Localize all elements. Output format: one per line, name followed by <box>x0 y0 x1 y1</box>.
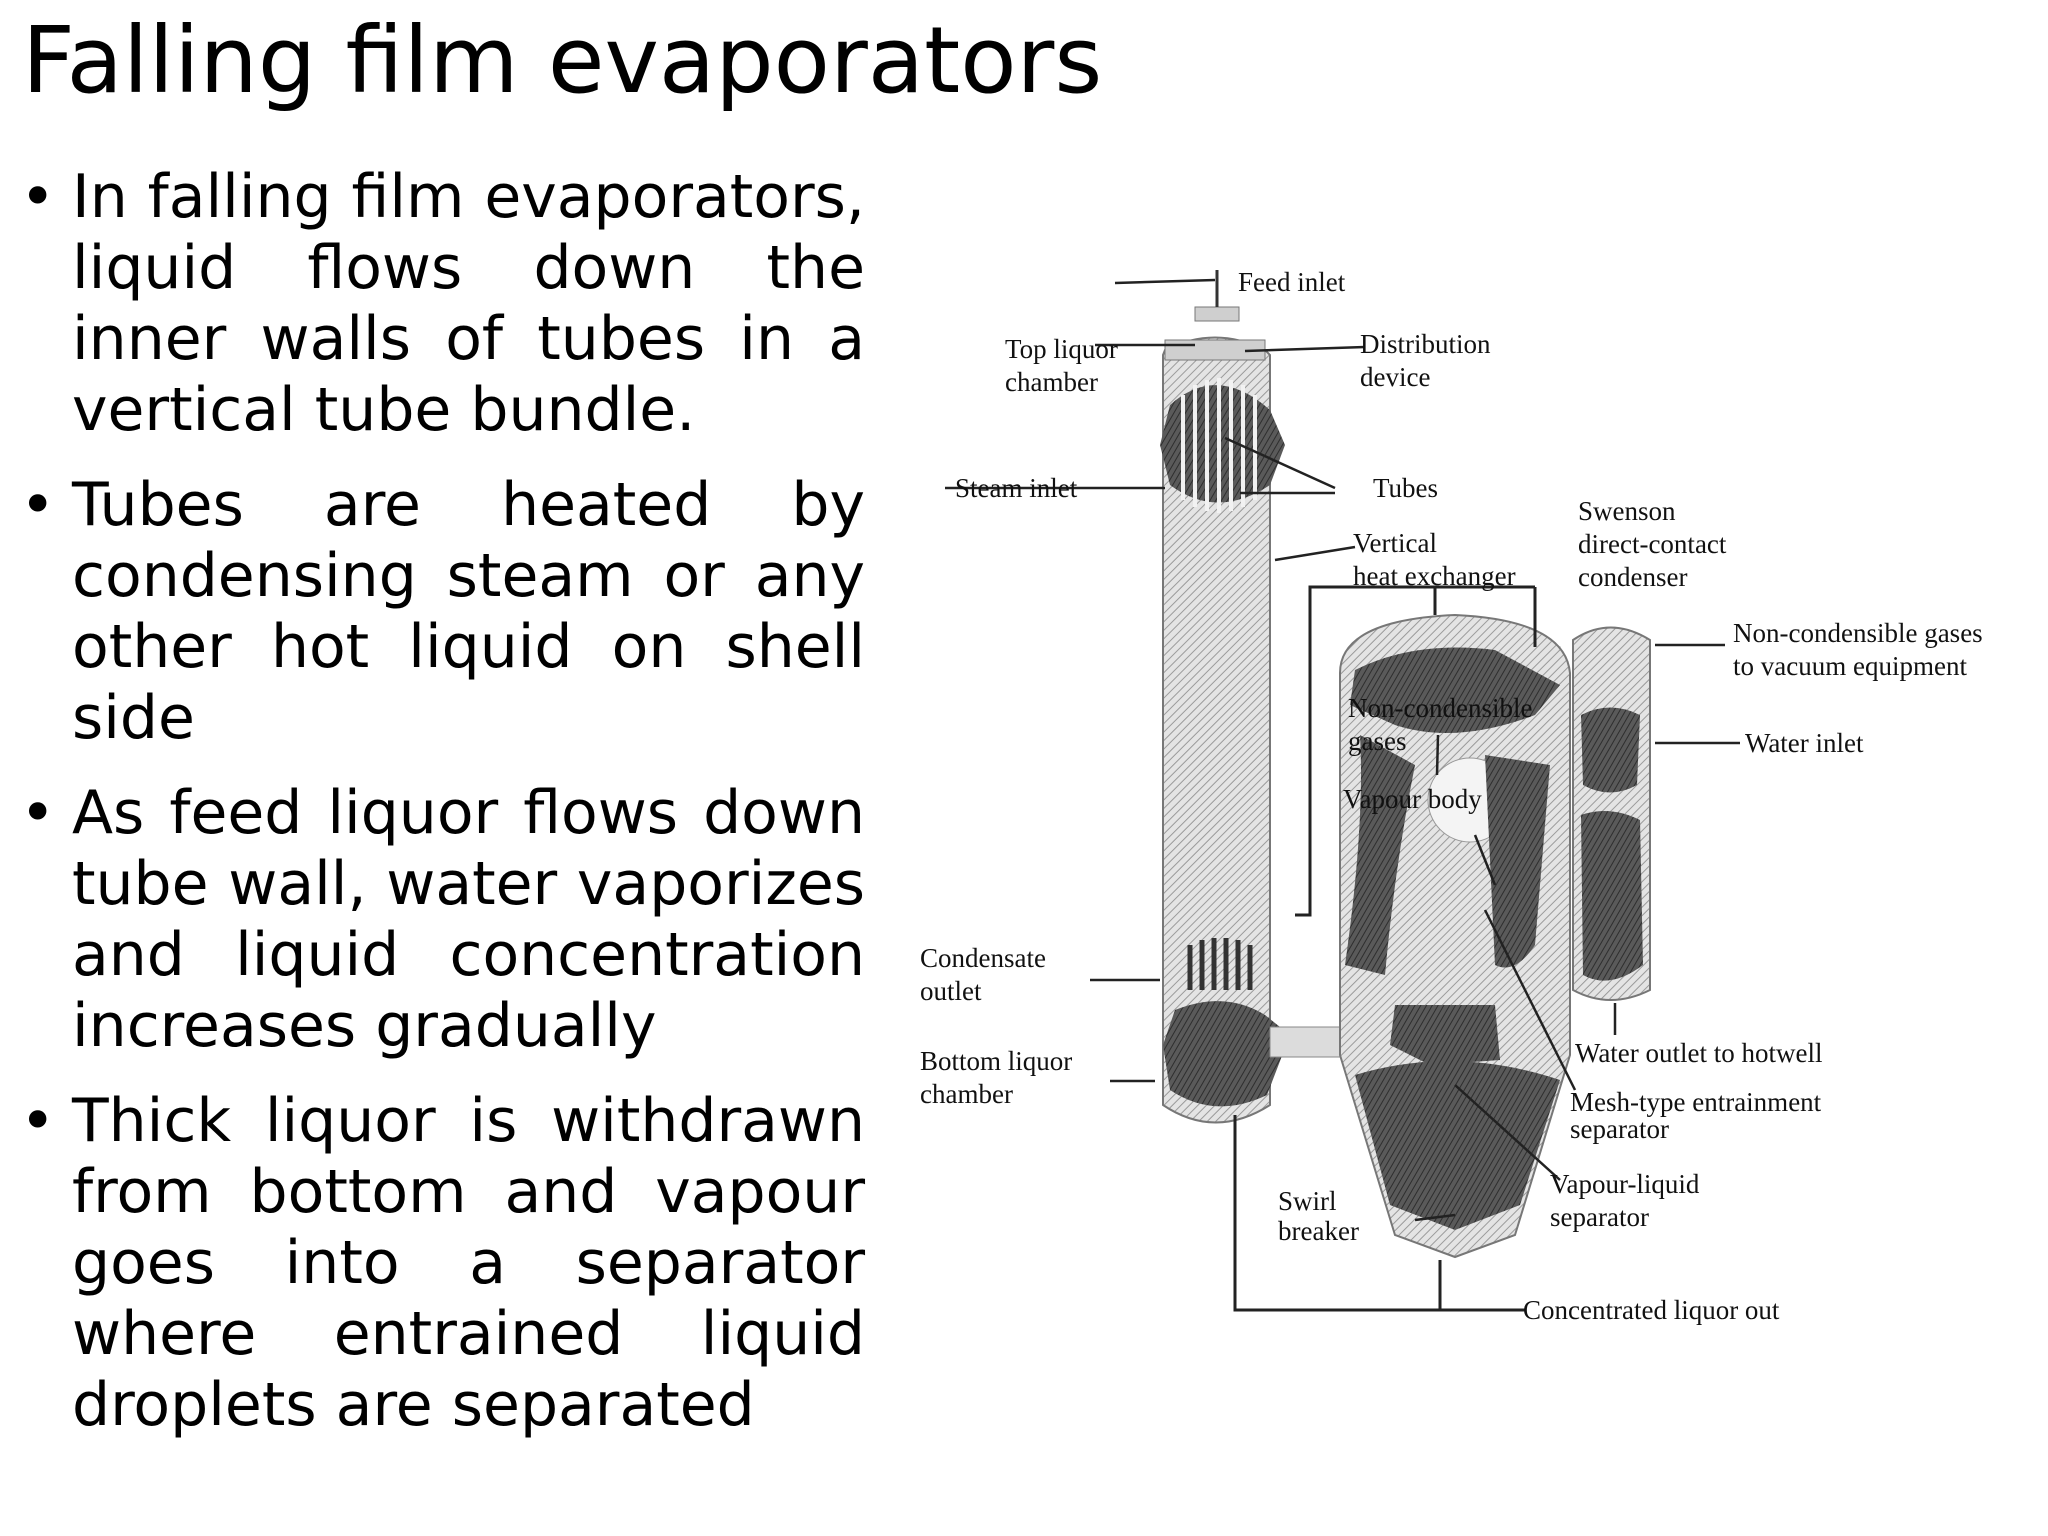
label-vertical-heat-exchanger: Vertical <box>1353 528 1437 558</box>
label-vertical-heat-exchanger: heat exchanger <box>1353 561 1516 591</box>
label-water-outlet: Water outlet to hotwell <box>1575 1038 1823 1068</box>
label-concentrated-liquor-out: Concentrated liquor out <box>1523 1295 1780 1325</box>
label-bottom-liquor-chamber: Bottom liquor <box>920 1046 1072 1076</box>
label-non-condensible-gases: gases <box>1348 726 1406 756</box>
label-condensate-outlet: Condensate <box>920 943 1046 973</box>
label-top-liquor-chamber: chamber <box>1005 367 1098 397</box>
bullet-item: As feed liquor flows down tube wall, wat… <box>20 778 865 1062</box>
label-swirl-breaker: breaker <box>1278 1216 1359 1246</box>
label-mesh-separator: separator <box>1570 1114 1669 1144</box>
bullet-item: Tubes are heated by condensing steam or … <box>20 470 865 754</box>
label-swenson-condenser: Swenson <box>1578 496 1676 526</box>
label-mesh-separator: Mesh-type entrainment <box>1570 1087 1822 1117</box>
label-water-inlet: Water inlet <box>1745 728 1864 758</box>
label-bottom-liquor-chamber: chamber <box>920 1079 1013 1109</box>
bullet-item: In falling film evaporators, liquid flow… <box>20 162 865 446</box>
label-vapour-liquid-separator: separator <box>1550 1202 1649 1232</box>
bullet-item: Thick liquor is withdrawn from bottom an… <box>20 1086 865 1441</box>
base-piping <box>1233 585 1537 1312</box>
swenson-condenser <box>1572 626 1651 1001</box>
label-non-condensible-vacuum: Non-condensible gases <box>1733 618 1983 648</box>
label-tubes: Tubes <box>1373 473 1438 503</box>
slide-title: Falling film evaporators <box>22 7 1103 114</box>
label-condensate-outlet: outlet <box>920 976 982 1006</box>
bullet-list: In falling film evaporators, liquid flow… <box>20 162 865 1465</box>
label-vapour-body: Vapour body <box>1343 784 1482 814</box>
label-non-condensible-gases: Non-condensible <box>1348 693 1532 723</box>
label-swenson-condenser: condenser <box>1578 562 1687 592</box>
leader-lines <box>945 278 1740 1222</box>
label-vapour-liquid-separator: Vapour-liquid <box>1550 1169 1700 1199</box>
vapour-separator-vessel <box>1339 613 1571 1259</box>
label-top-liquor-chamber: Top liquor <box>1005 334 1118 364</box>
label-swenson-condenser: direct-contact <box>1578 529 1727 559</box>
label-swirl-breaker: Swirl <box>1278 1186 1337 1216</box>
heat-exchanger-shell <box>1160 270 1290 1124</box>
evaporator-diagram: Feed inlet Top liquor chamber Distributi… <box>920 267 1983 1325</box>
label-non-condensible-vacuum: to vacuum equipment <box>1733 651 1967 681</box>
label-feed-inlet: Feed inlet <box>1238 267 1346 297</box>
label-steam-inlet: Steam inlet <box>955 473 1078 503</box>
label-distribution-device: device <box>1360 362 1430 392</box>
label-distribution-device: Distribution <box>1360 329 1491 359</box>
